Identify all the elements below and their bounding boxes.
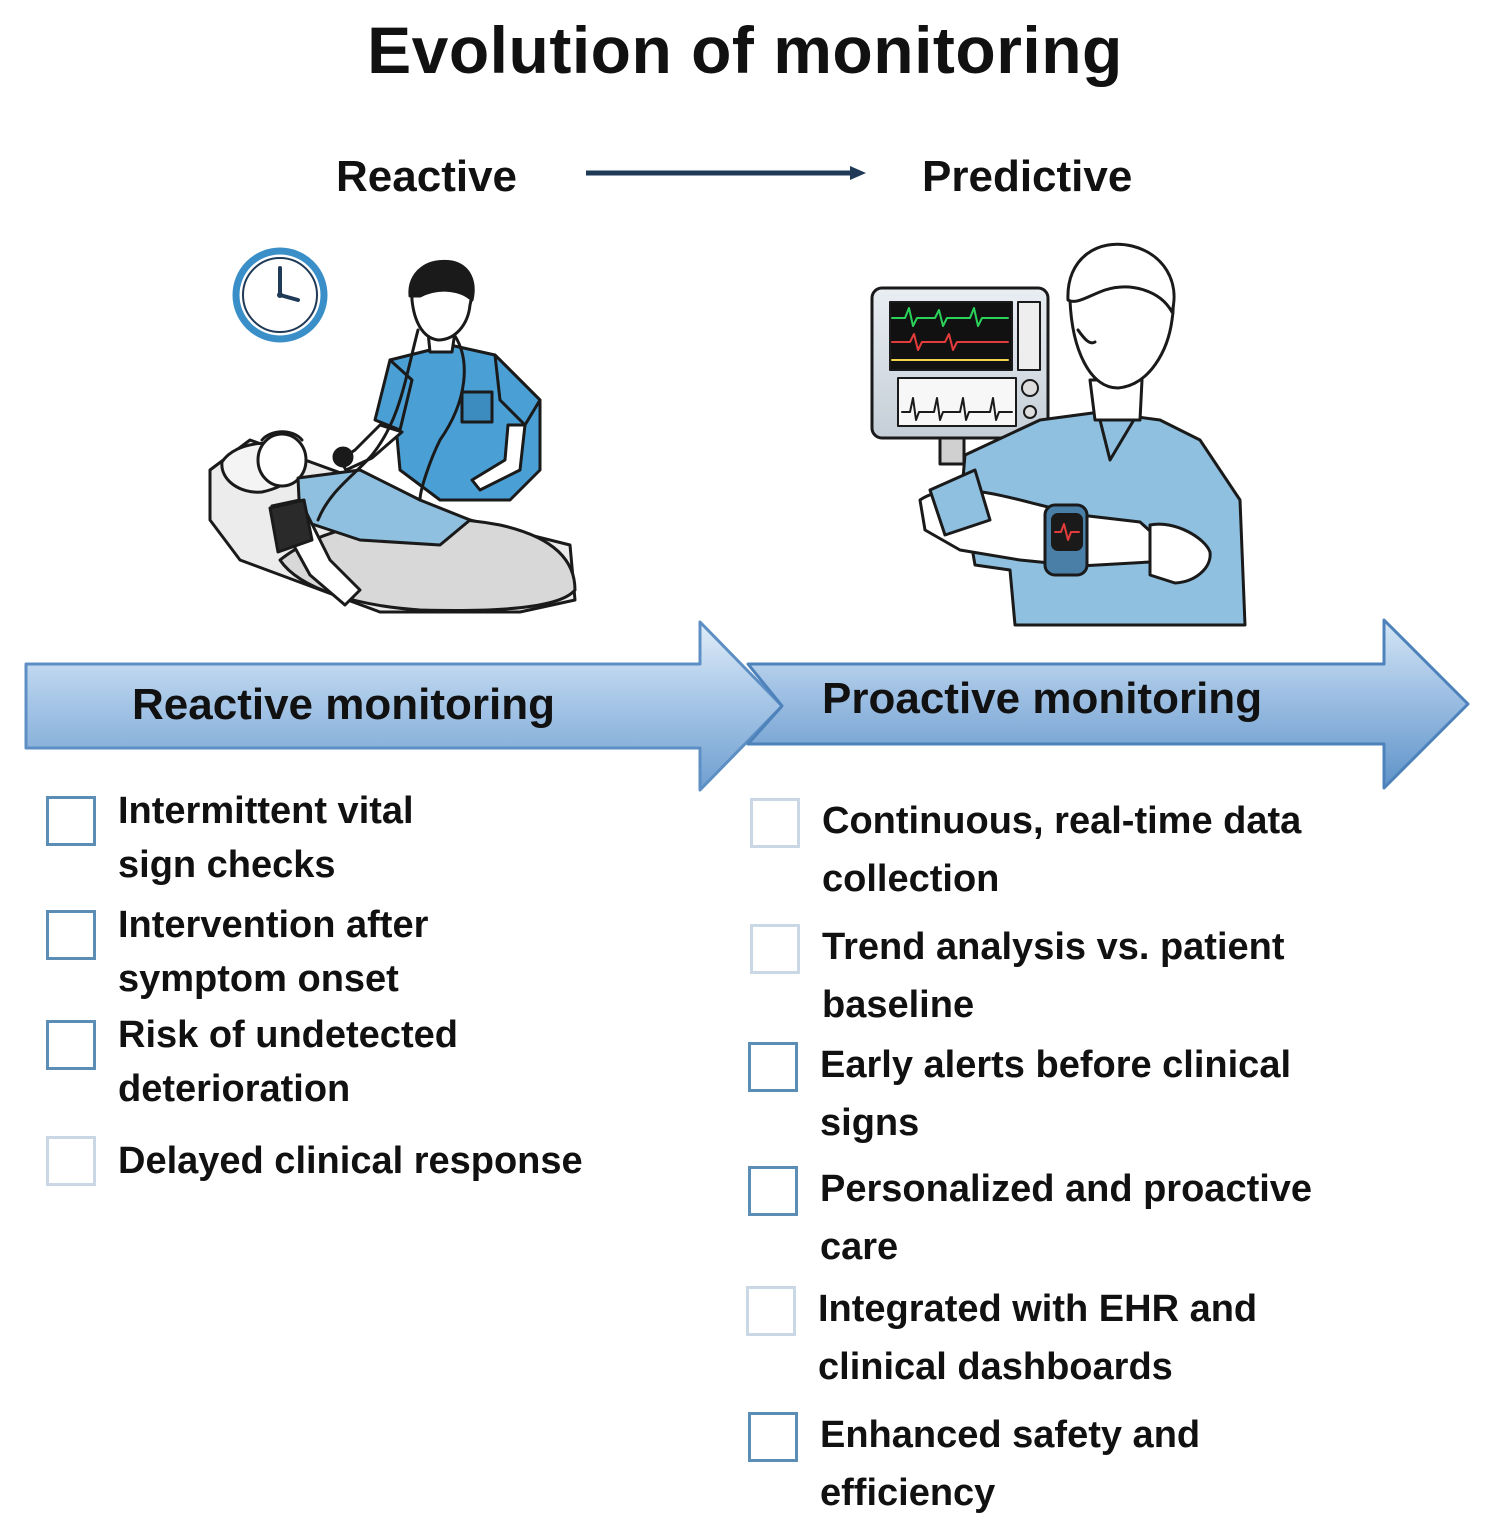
proactive-item: Enhanced safety and efficiency <box>748 1412 1448 1522</box>
proactive-item: Continuous, real-time data collection <box>750 798 1450 908</box>
proactive-item-text: Personalized and proactive care <box>820 1168 1313 1268</box>
timeline-from-label: Reactive <box>336 152 518 201</box>
reactive-item-text: Intervention after symptom onset <box>118 904 429 1000</box>
checkbox[interactable] <box>46 796 96 846</box>
proactive-item-text: Continuous, real-time data collection <box>822 800 1302 900</box>
nurse-scene-illustration <box>208 259 577 614</box>
reactive-item-text: Delayed clinical response <box>118 1140 583 1182</box>
reactive-item-text: Risk of undetected deterioration <box>118 1014 458 1110</box>
reactive-item: Risk of undetected deterioration <box>46 1014 566 1116</box>
reactive-item: Intermittent vital sign checks <box>46 790 566 892</box>
checkbox[interactable] <box>46 910 96 960</box>
checkbox[interactable] <box>46 1136 96 1186</box>
clock-icon <box>232 247 328 343</box>
page-title: Evolution of monitoring <box>367 13 1123 87</box>
smartwatch-icon <box>1043 503 1089 577</box>
proactive-item: Trend analysis vs. patient baseline <box>750 924 1450 1034</box>
reactive-item: Intervention after symptom onset <box>46 904 566 1006</box>
checkbox[interactable] <box>746 1286 796 1336</box>
proactive-item: Integrated with EHR and clinical dashboa… <box>746 1286 1446 1396</box>
reactive-item-text: Intermittent vital sign checks <box>118 790 414 886</box>
proactive-item-text: Enhanced safety and efficiency <box>820 1414 1201 1514</box>
proactive-item-text: Early alerts before clinical signs <box>820 1044 1292 1144</box>
checkbox[interactable] <box>46 1020 96 1070</box>
proactive-monitoring-label: Proactive monitoring <box>822 674 1263 723</box>
proactive-item-text: Trend analysis vs. patient baseline <box>822 926 1285 1026</box>
timeline-to-label: Predictive <box>922 152 1133 201</box>
reactive-monitoring-label: Reactive monitoring <box>132 680 555 729</box>
checkbox[interactable] <box>748 1042 798 1092</box>
timeline-arrow <box>586 166 866 180</box>
reactive-item: Delayed clinical response <box>46 1136 686 1188</box>
proactive-banner-arrow <box>746 618 1470 790</box>
clinician-scene-illustration <box>870 242 1247 627</box>
patient-monitor-icon <box>870 286 1050 466</box>
checkbox[interactable] <box>750 798 800 848</box>
proactive-item: Early alerts before clinical signs <box>748 1042 1448 1152</box>
checkbox[interactable] <box>748 1166 798 1216</box>
proactive-item-text: Integrated with EHR and clinical dashboa… <box>818 1288 1258 1388</box>
proactive-item: Personalized and proactive care <box>748 1166 1448 1276</box>
checkbox[interactable] <box>748 1412 798 1462</box>
reactive-banner-arrow <box>24 620 784 792</box>
checkbox[interactable] <box>750 924 800 974</box>
